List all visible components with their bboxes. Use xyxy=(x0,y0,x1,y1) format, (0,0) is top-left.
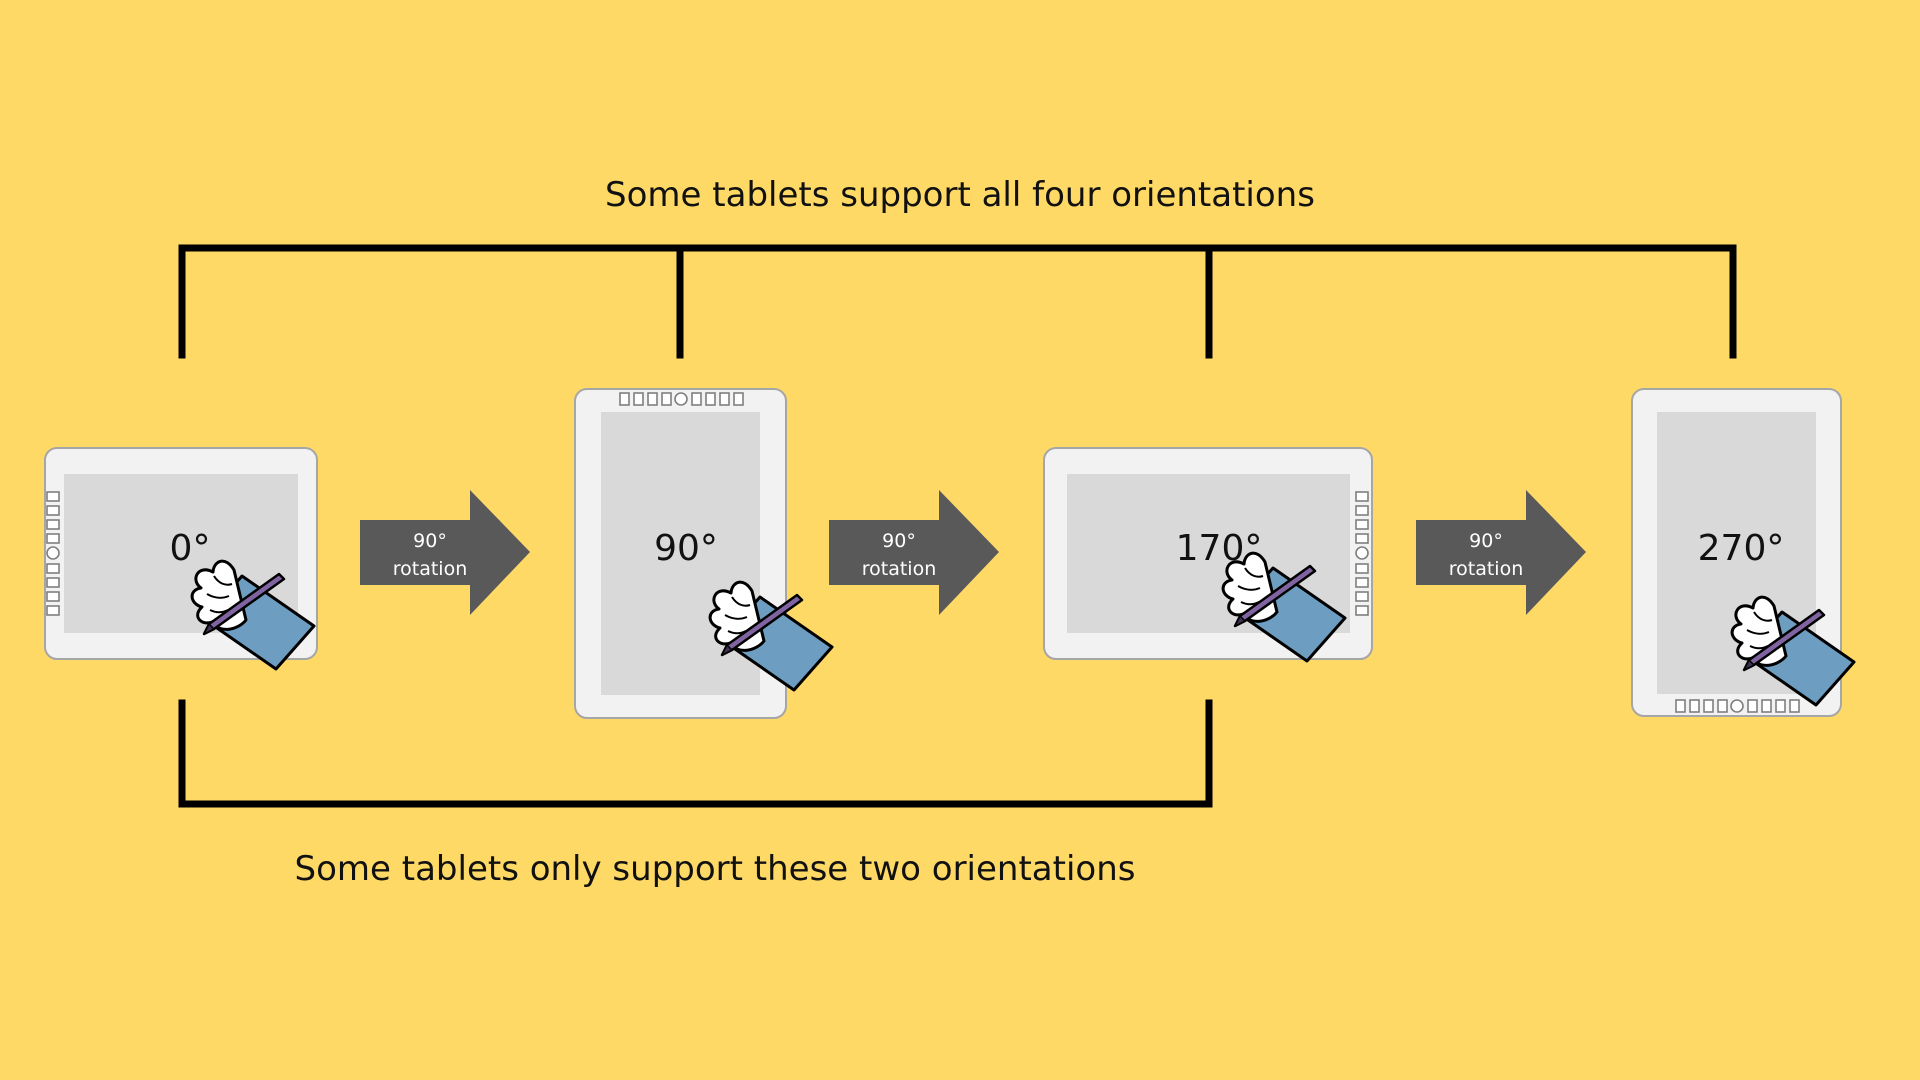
right-arrow-icon xyxy=(829,490,999,615)
arrow-rotation-label: rotation xyxy=(393,558,468,580)
right-arrow-icon xyxy=(360,490,530,615)
angle-label: 90° xyxy=(654,528,718,569)
arrow-rotation-label: rotation xyxy=(1449,558,1524,580)
rotation-arrow-2: 90° rotation xyxy=(829,490,999,615)
arrow-degrees-label: 90° xyxy=(413,530,447,552)
hardware-buttons-icon xyxy=(619,392,744,406)
bottom-caption: Some tablets only support these two orie… xyxy=(295,849,1136,889)
hardware-buttons-icon xyxy=(1675,699,1800,713)
arrow-degrees-label: 90° xyxy=(1469,530,1503,552)
angle-label: 270° xyxy=(1698,528,1785,569)
hardware-buttons-icon xyxy=(46,491,60,616)
top-caption: Some tablets support all four orientatio… xyxy=(605,175,1315,215)
arrow-rotation-label: rotation xyxy=(862,558,937,580)
rotation-arrow-1: 90° rotation xyxy=(360,490,530,615)
tablet-90-degrees: 90° xyxy=(574,388,834,719)
tablet-0-degrees: 0° xyxy=(44,447,318,671)
hardware-buttons-icon xyxy=(1355,491,1369,616)
tablet-170-degrees: 170° xyxy=(1043,447,1373,663)
top-bracket xyxy=(178,244,1737,359)
tablet-270-degrees: 270° xyxy=(1631,388,1856,717)
angle-label: 0° xyxy=(170,528,211,569)
right-arrow-icon xyxy=(1416,490,1586,615)
rotation-arrow-3: 90° rotation xyxy=(1416,490,1586,615)
bottom-bracket xyxy=(178,699,1213,808)
arrow-degrees-label: 90° xyxy=(882,530,916,552)
